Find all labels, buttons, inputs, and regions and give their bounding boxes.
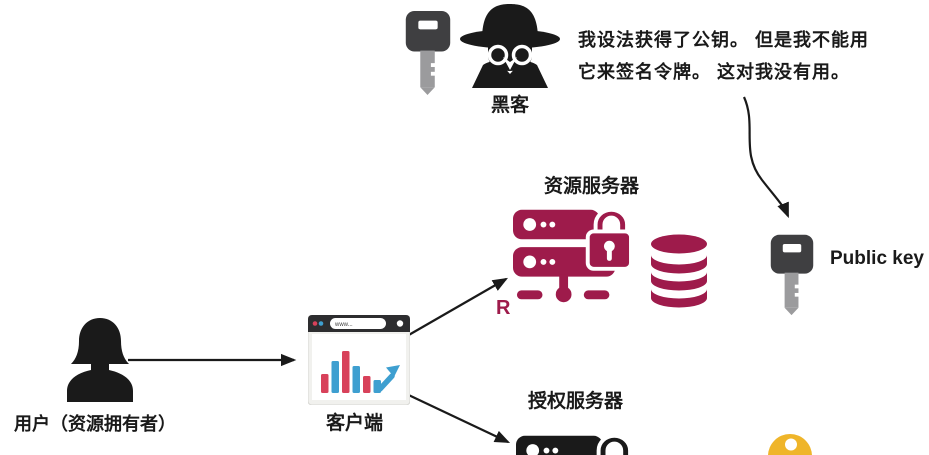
resource-server-label: 资源服务器 <box>544 176 640 197</box>
lock-icon <box>596 433 633 455</box>
bar-chart-glyph <box>321 351 400 393</box>
auth-server-icon <box>516 433 633 455</box>
public-key-label: Public key <box>830 248 924 269</box>
user-icon <box>67 318 133 402</box>
hacker-label: 黑客 <box>490 95 529 116</box>
public-key-icon <box>770 234 814 316</box>
hacker-key-icon <box>405 10 451 95</box>
auth-server-label: 授权服务器 <box>528 391 624 412</box>
arrow-client-to-auth-server <box>397 389 511 443</box>
arrow-client-to-resource-server <box>406 277 509 337</box>
lock-icon <box>585 207 631 271</box>
address-bar-text: www... <box>334 322 353 328</box>
resource-server-icon <box>513 207 631 303</box>
hacker-icon <box>460 4 560 88</box>
private-key-icon <box>768 434 812 455</box>
arrow-speech-to-public-key <box>742 96 790 219</box>
client-browser-icon: www... <box>308 315 410 405</box>
hacker-speech-line1: 我设法获得了公钥。 但是我不能用 <box>578 30 869 50</box>
request-r-marker: R <box>496 297 511 319</box>
client-label: 客户端 <box>326 413 384 434</box>
hacker-speech-line2: 它来签名令牌。 这对我没有用。 <box>578 62 850 82</box>
hacker-speech: 我设法获得了公钥。 但是我不能用 它来签名令牌。 这对我没有用。 <box>578 24 869 88</box>
user-label: 用户（资源拥有者） <box>14 414 176 434</box>
database-icon <box>651 234 707 308</box>
